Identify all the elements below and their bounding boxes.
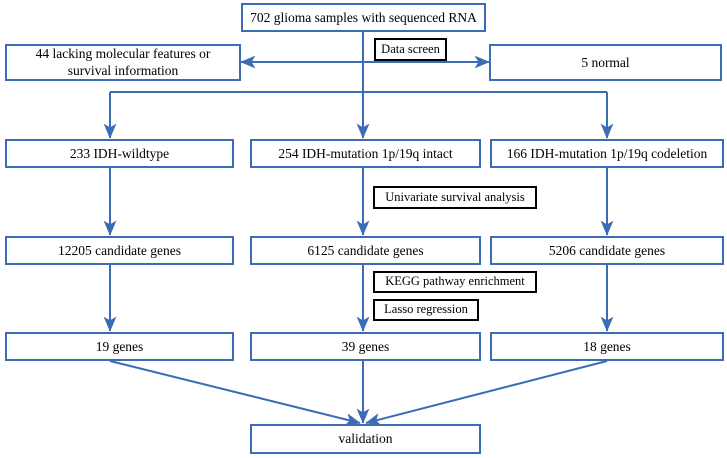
- node-genes-left-label: 19 genes: [95, 338, 144, 354]
- node-validation[interactable]: validation: [250, 424, 481, 454]
- label-data-screen[interactable]: Data screen: [374, 38, 447, 61]
- node-excluded-left-text: 44 lacking molecular features or surviva…: [36, 46, 211, 79]
- label-univariate-survival-analysis[interactable]: Univariate survival analysis: [373, 186, 537, 209]
- connector-genes-left-to-validation: [109, 360, 361, 426]
- node-cohort-right[interactable]: 166 IDH-mutation 1p/19q codeletion: [490, 139, 724, 168]
- node-excluded-right[interactable]: 5 normal: [489, 44, 722, 81]
- node-cohort-center-label: 254 IDH-mutation 1p/19q intact: [278, 145, 453, 161]
- node-candidates-right-label: 5206 candidate genes: [548, 242, 666, 258]
- node-genes-right-label: 18 genes: [583, 338, 631, 354]
- node-excluded-left[interactable]: 44 lacking molecular features or surviva…: [5, 44, 241, 81]
- node-cohort-center[interactable]: 254 IDH-mutation 1p/19q intact: [250, 139, 481, 168]
- node-genes-center-label: 39 genes: [341, 338, 390, 354]
- node-excluded-right-label: 5 normal: [581, 54, 630, 70]
- node-genes-center[interactable]: 39 genes: [250, 332, 481, 361]
- node-cohort-left[interactable]: 233 IDH-wildtype: [5, 139, 234, 168]
- node-excluded-left-line1: 44 lacking molecular features or: [35, 46, 211, 62]
- label-kegg-text: KEGG pathway enrichment: [385, 274, 525, 289]
- label-kegg-pathway-enrichment[interactable]: KEGG pathway enrichment: [373, 271, 537, 293]
- node-candidates-right[interactable]: 5206 candidate genes: [490, 236, 724, 265]
- node-candidates-left[interactable]: 12205 candidate genes: [5, 236, 234, 265]
- node-candidates-left-label: 12205 candidate genes: [58, 242, 181, 258]
- label-lasso-text: Lasso regression: [384, 302, 468, 317]
- label-lasso-regression[interactable]: Lasso regression: [373, 299, 479, 321]
- label-univariate-text: Univariate survival analysis: [385, 189, 525, 204]
- node-candidates-center-label: 6125 candidate genes: [307, 242, 424, 258]
- node-candidates-center[interactable]: 6125 candidate genes: [250, 236, 481, 265]
- node-validation-label: validation: [338, 431, 393, 447]
- node-cohort-right-label: 166 IDH-mutation 1p/19q codeletion: [506, 145, 708, 161]
- connector-genes-right-to-validation: [365, 360, 608, 426]
- node-source[interactable]: 702 glioma samples with sequenced RNA: [241, 3, 486, 32]
- node-source-label: 702 glioma samples with sequenced RNA: [250, 9, 477, 25]
- node-genes-right[interactable]: 18 genes: [490, 332, 724, 361]
- node-genes-left[interactable]: 19 genes: [5, 332, 234, 361]
- node-excluded-left-line2: survival information: [67, 62, 179, 78]
- label-data-screen-text: Data screen: [381, 41, 440, 56]
- node-cohort-left-label: 233 IDH-wildtype: [69, 145, 170, 161]
